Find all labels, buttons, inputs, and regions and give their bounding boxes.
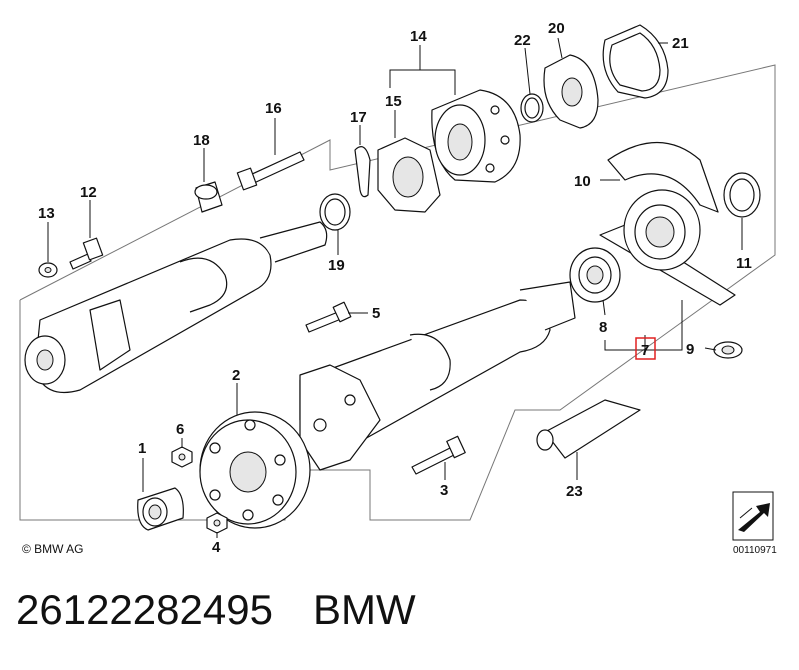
shaft-flange [299, 364, 381, 471]
part-8-bearing-ring [569, 247, 621, 303]
callout-9[interactable]: 9 [686, 341, 694, 358]
part-18-sleeve [194, 181, 223, 213]
callout-14[interactable]: 14 [410, 28, 427, 45]
callout-15[interactable]: 15 [385, 93, 402, 110]
part-13-washer [38, 262, 58, 278]
part-1-bushing [137, 487, 184, 531]
callout-16[interactable]: 16 [265, 100, 282, 117]
part-number: 26122282495 [16, 586, 273, 633]
part-20-cover [543, 54, 599, 129]
part-6-nut [171, 446, 193, 468]
part-9-grommet [713, 341, 743, 359]
callout-7[interactable]: 7 [641, 342, 649, 359]
part-23-grease-tube [536, 399, 641, 459]
callout-4[interactable]: 4 [212, 539, 221, 556]
brand-name: BMW [312, 586, 416, 633]
callout-12[interactable]: 12 [80, 184, 97, 201]
callout-5[interactable]: 5 [372, 305, 380, 322]
highlight-box-7 [635, 337, 656, 360]
part-22-circlip [520, 93, 544, 123]
callout-3[interactable]: 3 [440, 482, 448, 499]
callout-17[interactable]: 17 [350, 109, 367, 126]
callout-1[interactable]: 1 [138, 440, 146, 457]
callout-13[interactable]: 13 [38, 205, 55, 222]
part-number-line: 26122282495 BMW [16, 586, 456, 634]
part-14-cv-joint [431, 89, 521, 183]
callout-19[interactable]: 19 [328, 257, 345, 274]
callout-11[interactable]: 11 [736, 255, 752, 272]
leader-lines [47, 37, 743, 538]
part-21-gasket [602, 24, 669, 99]
part-7-center-bearing [599, 189, 736, 306]
callout-21[interactable]: 21 [672, 35, 689, 52]
callout-labels: 1 2 3 4 5 6 7 8 9 10 11 12 13 14 15 16 1… [38, 20, 752, 556]
callout-23[interactable]: 23 [566, 483, 583, 500]
part-5-bolt [305, 301, 352, 333]
direction-arrow-icon [732, 491, 774, 541]
part-10-heat-shield [607, 142, 719, 213]
part-11-seal [723, 172, 761, 218]
callout-2[interactable]: 2 [232, 367, 240, 384]
copyright-text: © BMW AG [22, 542, 84, 556]
part-4-nut [206, 512, 228, 534]
front-shaft-tube [24, 221, 328, 394]
part-17-clip [354, 146, 371, 198]
part-19-clamp [319, 193, 351, 231]
part-16-bolt [236, 151, 305, 191]
callout-8[interactable]: 8 [599, 319, 607, 336]
callout-10[interactable]: 10 [574, 173, 591, 190]
part-2-flex-disc [199, 411, 311, 529]
part-12-bolt [69, 237, 104, 270]
callout-22[interactable]: 22 [514, 32, 531, 49]
callout-20[interactable]: 20 [548, 20, 565, 37]
callout-18[interactable]: 18 [193, 132, 210, 149]
callout-6[interactable]: 6 [176, 421, 184, 438]
part-3-bolt [411, 435, 466, 475]
part-15-boot [377, 137, 441, 213]
reference-number: 00110971 [733, 545, 777, 556]
